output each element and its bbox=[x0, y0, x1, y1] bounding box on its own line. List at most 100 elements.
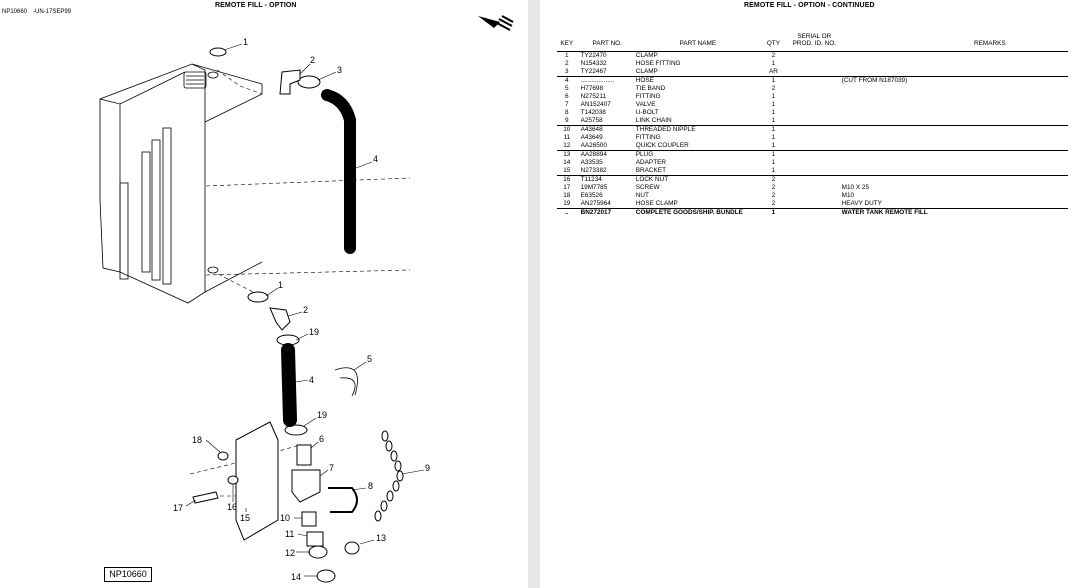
cell-key: 8 bbox=[565, 109, 569, 116]
cell-serial bbox=[787, 77, 842, 86]
cell-qty: 2 bbox=[771, 192, 776, 199]
cell-qty: 2 bbox=[771, 52, 776, 59]
cell-part-name: HOSE FITTING bbox=[635, 60, 681, 67]
cell-key: 2 bbox=[565, 60, 569, 67]
cell-part-no: T11234 bbox=[580, 176, 602, 183]
cell-part-name: VALVE bbox=[635, 101, 656, 108]
callout-17: 17 bbox=[173, 503, 183, 513]
cell-key: 9 bbox=[557, 117, 577, 126]
callout-12: 12 bbox=[285, 548, 295, 558]
callout-15: 15 bbox=[240, 513, 250, 523]
cell-part-no: BN272017 bbox=[580, 209, 612, 216]
callout-11: 11 bbox=[285, 529, 294, 539]
cell-remarks bbox=[841, 142, 1068, 151]
cell-remarks bbox=[842, 159, 1068, 167]
cell-part-no: N275211 bbox=[580, 93, 607, 100]
cell-part-name: HOSE CLAMP bbox=[633, 200, 760, 209]
cell-serial bbox=[787, 52, 842, 61]
callout-2-lower: 2 bbox=[303, 305, 308, 315]
cell-key: 11 bbox=[563, 134, 571, 141]
cell-remarks: M10 bbox=[841, 192, 855, 199]
cell-part-no: AN152407 bbox=[580, 101, 611, 108]
cell-serial bbox=[786, 200, 842, 209]
cell-part-no: ................... bbox=[580, 77, 615, 84]
cell-key: 16 bbox=[563, 176, 571, 183]
cell-remarks bbox=[841, 167, 1068, 176]
callout-3: 3 bbox=[337, 65, 342, 75]
cell-serial bbox=[787, 209, 842, 218]
cell-remarks bbox=[842, 126, 1068, 135]
parts-list-page: REMOTE FILL - OPTION - CONTINUED KEY PAR… bbox=[540, 0, 1068, 588]
cell-remarks bbox=[842, 85, 1068, 93]
cell-remarks bbox=[842, 52, 1068, 61]
cell-qty: 1 bbox=[759, 167, 787, 176]
cell-qty: AR bbox=[759, 68, 787, 77]
cell-serial bbox=[787, 101, 842, 109]
cell-key: 7 bbox=[565, 101, 569, 108]
cell-serial bbox=[787, 151, 842, 160]
illustration-id: NP10660 bbox=[2, 9, 28, 15]
cell-serial bbox=[787, 126, 842, 135]
cell-part-no: TY22467 bbox=[576, 68, 634, 77]
water-tank bbox=[99, 63, 263, 304]
cell-part-name: FITTING bbox=[635, 134, 661, 141]
cell-part-name: LOCK NUT bbox=[635, 176, 669, 183]
cell-serial bbox=[787, 60, 842, 68]
cell-remarks bbox=[842, 109, 1068, 117]
page-gutter bbox=[528, 0, 540, 588]
cell-key: 12 bbox=[557, 142, 577, 151]
cell-qty: 1 bbox=[771, 209, 776, 216]
illustration-title: REMOTE FILL - OPTION bbox=[215, 2, 297, 9]
callout-6: 6 bbox=[319, 434, 324, 444]
header-part-no: PART NO. bbox=[592, 40, 622, 47]
callout-19-lower: 19 bbox=[317, 410, 327, 420]
callout-9: 9 bbox=[425, 463, 430, 473]
cell-part-name: NUT bbox=[635, 192, 649, 199]
cell-key: 3 bbox=[557, 68, 577, 77]
u-bolt bbox=[328, 487, 358, 513]
cell-remarks bbox=[842, 176, 1068, 185]
figure-label: NP10660 bbox=[104, 567, 152, 582]
cell-key: 19 bbox=[557, 200, 577, 209]
cell-remarks bbox=[842, 101, 1068, 109]
cell-part-name: CLAMP bbox=[635, 52, 658, 59]
cell-serial bbox=[787, 134, 842, 142]
callout-1-upper: 1 bbox=[243, 37, 248, 47]
callout-4-lower: 4 bbox=[309, 375, 314, 385]
cell-part-name: COMPLETE GOODS/SHIP. BUNDLE bbox=[635, 209, 743, 216]
cell-key: 17 bbox=[563, 184, 571, 191]
cell-qty: 1 bbox=[771, 134, 776, 141]
cell-remarks: HEAVY DUTY bbox=[841, 200, 1068, 209]
cell-qty: 1 bbox=[771, 101, 776, 108]
cell-key: .. bbox=[565, 209, 569, 216]
callout-14: 14 bbox=[291, 572, 301, 582]
lower-hose bbox=[281, 343, 297, 427]
cell-remarks bbox=[842, 93, 1068, 101]
cell-qty: 2 bbox=[771, 184, 776, 191]
cell-serial bbox=[787, 109, 842, 117]
callout-2-upper: 2 bbox=[310, 55, 315, 65]
cell-part-name: CLAMP bbox=[633, 68, 760, 77]
cell-key: 4 bbox=[565, 77, 569, 84]
cell-part-name: PLUG bbox=[635, 151, 654, 158]
cell-remarks: (CUT FROM N187039) bbox=[841, 77, 908, 84]
callout-5: 5 bbox=[367, 354, 372, 364]
cell-qty: 1 bbox=[771, 93, 776, 100]
cell-part-no: T142038 bbox=[580, 109, 606, 116]
cell-qty: 1 bbox=[759, 142, 787, 151]
cell-qty: 2 bbox=[771, 176, 776, 183]
cell-part-no: A33535 bbox=[580, 159, 603, 166]
cell-serial bbox=[786, 142, 842, 151]
cell-remarks bbox=[841, 117, 1068, 126]
